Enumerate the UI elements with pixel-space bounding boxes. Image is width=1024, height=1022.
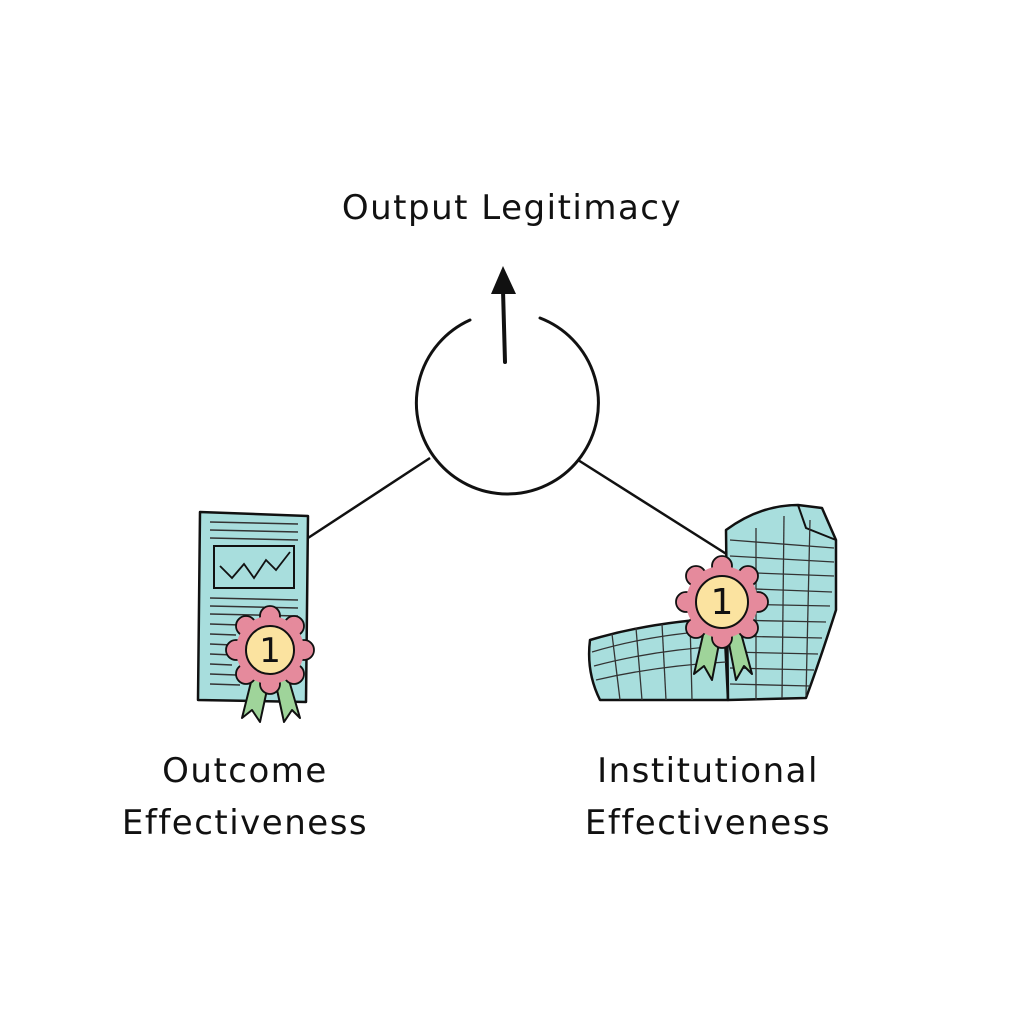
first-place-rosette-icon-right: 1 bbox=[675, 555, 769, 681]
badge-number: 1 bbox=[259, 631, 281, 671]
upward-arrow-shaft bbox=[501, 288, 507, 364]
outcome-effectiveness-label: Outcome Effectiveness bbox=[60, 745, 430, 849]
outcome-effectiveness-line-1: Outcome bbox=[162, 751, 328, 791]
outcome-effectiveness-line-2: Effectiveness bbox=[121, 803, 369, 843]
first-place-rosette-icon: 1 bbox=[225, 605, 315, 723]
central-circle bbox=[414, 316, 600, 496]
institutional-effectiveness-line-2: Effectiveness bbox=[584, 803, 832, 843]
output-legitimacy-label: Output Legitimacy bbox=[341, 188, 683, 228]
institutional-effectiveness-line-1: Institutional bbox=[597, 751, 819, 791]
badge-number-right: 1 bbox=[711, 582, 734, 623]
upward-arrow-head bbox=[491, 266, 516, 294]
institutional-effectiveness-label: Institutional Effectiveness bbox=[528, 745, 888, 849]
connector-left bbox=[307, 456, 431, 540]
central-node bbox=[414, 266, 600, 496]
connector-right bbox=[577, 458, 729, 557]
